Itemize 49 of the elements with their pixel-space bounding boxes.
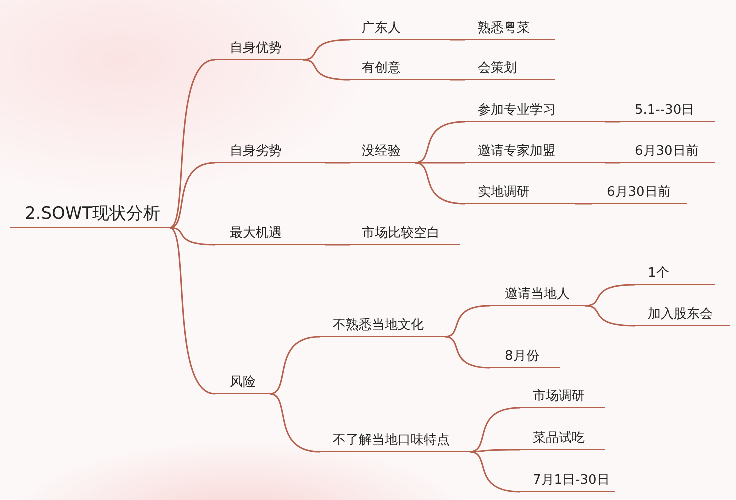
branch-label: 风险 (215, 374, 270, 394)
branch-line (414, 121, 466, 164)
branch-line (302, 39, 350, 61)
branch-line (444, 336, 490, 369)
branch-label: 邀请当地人 (490, 286, 585, 306)
branch-label: 8月份 (490, 348, 560, 368)
branch-label: 实地调研 (465, 184, 575, 204)
branch-label: 有创意 (350, 60, 450, 80)
branch-line (605, 121, 620, 123)
branch-label: 6月30日前 (592, 184, 687, 204)
branch-line (450, 39, 465, 41)
branch-label: 熟悉粤菜 (465, 20, 555, 40)
branch-line (170, 162, 216, 229)
branch-label: 5.1--30日 (620, 102, 715, 122)
branch-line (170, 59, 216, 229)
branch-label: 菜品试吃 (520, 430, 605, 450)
branch-line (302, 59, 350, 81)
branch-label: 7月1日-30日 (520, 472, 615, 492)
branch-label: 自身优势 (215, 40, 303, 60)
branch-line (325, 162, 350, 164)
branch-line (170, 227, 216, 395)
branch-line (584, 305, 636, 327)
branch-label: 加入股东会 (635, 306, 730, 326)
branch-label: 邀请专家加盟 (465, 143, 605, 163)
branch-line (444, 305, 490, 338)
branch-line (470, 449, 520, 453)
branch-line (270, 336, 320, 395)
branch-line (605, 162, 620, 164)
topic-label: 2.SOWT现状分析 (10, 202, 170, 228)
branch-label: 没经验 (350, 143, 415, 163)
branch-line (450, 79, 465, 81)
branch-label: 1个 (635, 265, 715, 285)
branch-line (584, 284, 636, 307)
branch-label: 6月30日前 (620, 143, 715, 163)
branch-line (575, 203, 592, 205)
branch-label: 会策划 (465, 60, 555, 80)
branch-label: 不熟悉当地文化 (320, 317, 445, 337)
branch-label: 广东人 (350, 20, 450, 40)
branch-label: 自身劣势 (215, 143, 325, 163)
branch-line (325, 244, 350, 246)
branch-label: 不了解当地口味特点 (320, 432, 470, 452)
branch-label: 最大机遇 (215, 225, 325, 245)
branch-line (170, 227, 216, 246)
branch-label: 市场比较空白 (350, 225, 460, 245)
branch-line (470, 451, 520, 493)
branch-label: 参加专业学习 (465, 102, 605, 122)
branch-line (414, 162, 466, 205)
branch-label: 市场调研 (520, 388, 605, 408)
branch-line (270, 393, 320, 453)
